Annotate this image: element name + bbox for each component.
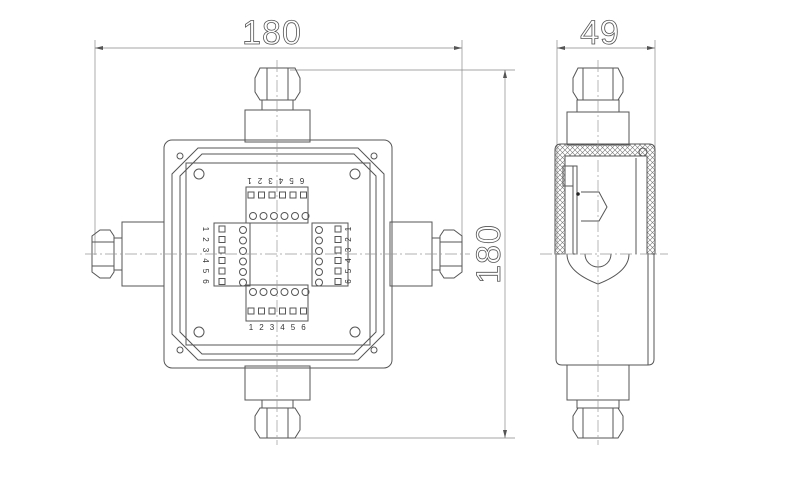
terminal-slot — [218, 246, 226, 254]
terminal-number: 3 — [270, 323, 275, 332]
depth-dimension: 49 — [556, 14, 656, 250]
terminal-screw[interactable] — [270, 212, 278, 220]
terminal-number: 6 — [301, 323, 306, 332]
terminal-slot — [218, 225, 226, 233]
terminal-slot — [268, 191, 276, 199]
terminal-screw[interactable] — [315, 257, 323, 266]
terminal-slot — [334, 267, 342, 275]
terminal-number: 4 — [344, 258, 353, 263]
terminal-number: 4 — [201, 258, 210, 263]
terminal-slot — [258, 307, 265, 315]
terminal-number: 5 — [344, 268, 353, 273]
terminal-block-top — [245, 186, 310, 224]
terminal-number: 5 — [291, 323, 296, 332]
side-lid-section — [554, 143, 656, 255]
terminal-slot — [247, 307, 255, 315]
terminal-labels-left: 1 2 3 4 5 6 — [201, 227, 210, 285]
lid-outline — [171, 147, 385, 361]
terminal-slot — [334, 236, 342, 243]
terminal-screw[interactable] — [301, 288, 310, 296]
terminal-screw[interactable] — [280, 212, 289, 220]
side-body — [555, 254, 655, 366]
terminal-number: 5 — [289, 176, 294, 185]
terminal-number: 1 — [249, 323, 254, 332]
terminal-number: 6 — [344, 279, 353, 284]
terminal-number: 4 — [278, 176, 283, 185]
terminal-number: 2 — [344, 237, 353, 242]
terminal-number: 2 — [257, 176, 262, 185]
terminal-screw[interactable] — [239, 226, 247, 234]
terminal-slot — [258, 191, 265, 199]
terminal-screw[interactable] — [315, 226, 323, 234]
terminal-blocks — [213, 186, 349, 322]
mounting-holes — [176, 152, 378, 354]
terminal-slot — [218, 278, 226, 285]
terminal-number: 1 — [344, 226, 353, 231]
terminal-slot — [218, 257, 226, 264]
terminal-block-left — [213, 222, 251, 287]
terminal-number: 2 — [201, 237, 210, 242]
terminal-block-right — [311, 222, 349, 287]
terminal-slot — [334, 278, 342, 285]
height-dimension: 180 — [290, 69, 515, 439]
depth-dimension-label: 49 — [580, 14, 620, 52]
terminal-slot — [289, 307, 297, 315]
terminal-screw[interactable] — [270, 288, 278, 296]
terminal-number: 1 — [247, 176, 252, 185]
height-dimension-label: 180 — [470, 224, 508, 284]
terminal-screw[interactable] — [291, 212, 299, 220]
terminal-slot — [300, 307, 307, 315]
terminal-number: 6 — [299, 176, 304, 185]
terminal-slot — [218, 267, 226, 275]
terminal-screw[interactable] — [239, 257, 247, 266]
terminal-screw[interactable] — [239, 236, 247, 245]
terminal-screw[interactable] — [259, 288, 268, 296]
cable-gland-top — [244, 67, 311, 143]
terminal-screw[interactable] — [249, 288, 257, 296]
terminal-number: 4 — [280, 323, 285, 332]
terminal-slot — [279, 307, 286, 315]
terminal-number: 3 — [201, 248, 210, 253]
enclosure-body — [163, 139, 393, 369]
terminal-screw[interactable] — [315, 236, 323, 245]
terminal-screw[interactable] — [239, 268, 247, 276]
terminal-slot — [334, 246, 342, 254]
terminal-screw[interactable] — [315, 278, 323, 287]
terminal-number: 3 — [268, 176, 273, 185]
terminal-number: 1 — [201, 227, 210, 232]
terminal-screw[interactable] — [259, 212, 268, 220]
terminal-number: 6 — [201, 279, 210, 284]
width-dimension-label: 180 — [242, 14, 302, 52]
width-dimension: 180 — [94, 14, 463, 255]
side-view — [540, 60, 668, 445]
terminal-slot — [268, 307, 276, 315]
side-gland-top-nut — [572, 67, 624, 101]
terminal-number: 2 — [259, 323, 264, 332]
terminal-screw[interactable] — [301, 212, 310, 220]
terminal-screw[interactable] — [291, 288, 299, 296]
terminal-slot — [289, 191, 297, 199]
terminal-screw[interactable] — [249, 212, 257, 220]
terminal-number: 5 — [201, 269, 210, 274]
terminal-screw[interactable] — [239, 247, 247, 255]
terminal-slot — [247, 191, 255, 199]
terminal-screw[interactable] — [315, 247, 323, 255]
terminal-slot — [279, 191, 286, 199]
terminal-slot — [334, 225, 342, 233]
terminal-slot — [218, 236, 226, 243]
terminal-slot — [300, 191, 307, 199]
terminal-block-bottom — [245, 284, 310, 322]
terminal-screw[interactable] — [280, 288, 289, 296]
terminal-screw[interactable] — [315, 268, 323, 276]
terminal-number: 3 — [344, 247, 353, 252]
terminal-slot — [334, 257, 342, 264]
terminal-labels-right: 1 2 3 4 5 6 — [344, 226, 353, 284]
cable-gland-bottom — [244, 365, 311, 439]
terminal-screw[interactable] — [239, 278, 247, 287]
